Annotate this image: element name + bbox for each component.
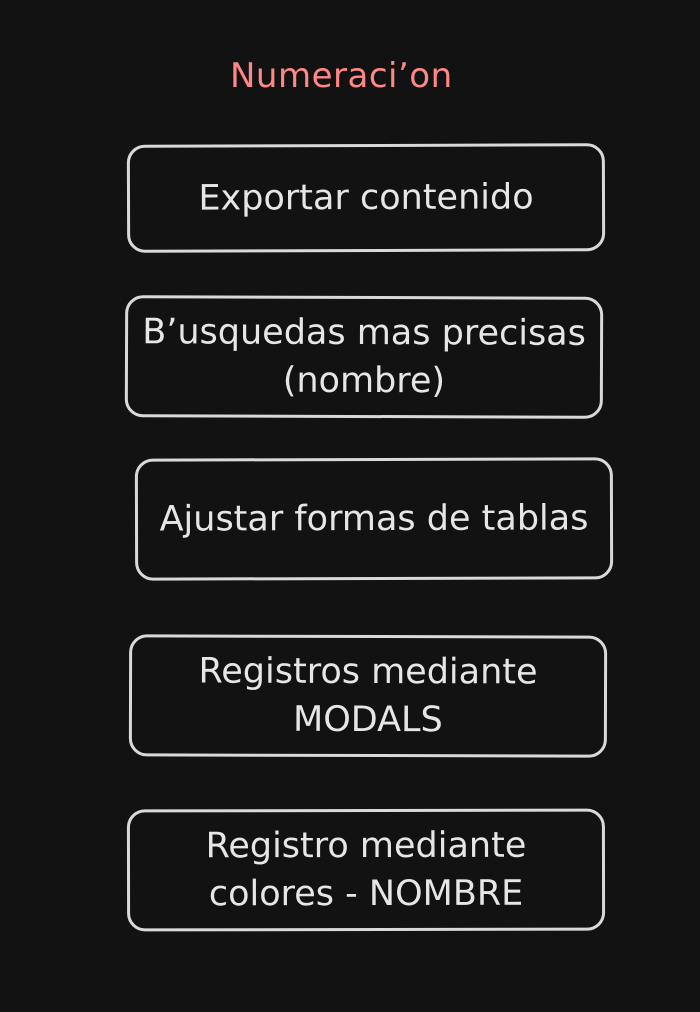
item-box-registros-modals: Registros mediante MODALS — [128, 634, 608, 758]
item-box-ajustar-tablas: Ajustar formas de tablas — [134, 457, 614, 581]
item-box-registro-colores: Registro mediante colores - NOMBRE — [126, 808, 606, 932]
item-box-exportar-contenido: Exportar contenido — [126, 143, 606, 253]
item-label: Registros mediante MODALS — [198, 651, 538, 741]
diagram-title: Numeraci’on — [230, 56, 453, 96]
item-label: Ajustar formas de tablas — [159, 498, 589, 540]
item-label: B’usquedas mas precisas (nombre) — [142, 312, 586, 402]
item-label: Registro mediante colores - NOMBRE — [205, 825, 527, 915]
item-box-busquedas: B’usquedas mas precisas (nombre) — [124, 295, 604, 419]
item-label: Exportar contenido — [198, 177, 534, 219]
